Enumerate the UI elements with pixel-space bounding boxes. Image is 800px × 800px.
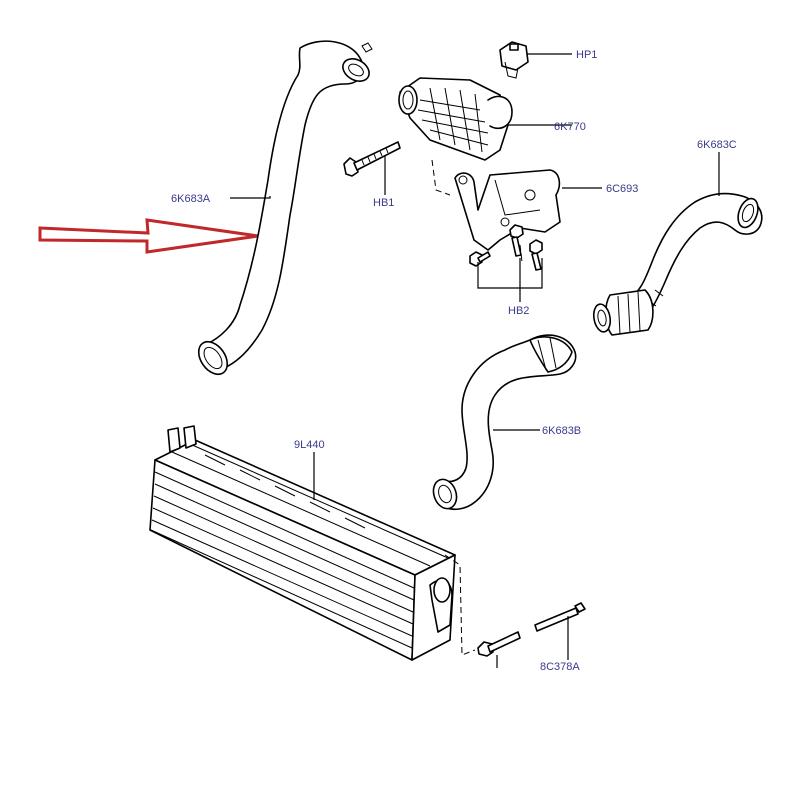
label-6k683c: 6K683C xyxy=(697,139,737,151)
bolt-hb1 xyxy=(343,141,401,177)
label-6k683b: 6K683B xyxy=(542,425,581,437)
label-6k683a: 6K683A xyxy=(171,193,211,205)
hose-6k683a xyxy=(197,40,373,376)
label-6k770: 6K770 xyxy=(554,121,586,133)
throttle-body-6k770 xyxy=(398,77,513,161)
hose-6k683c xyxy=(627,192,763,319)
bolt-guide-lines xyxy=(431,159,523,656)
hose-6k683b xyxy=(432,334,577,511)
intercooler-9l440 xyxy=(149,425,456,661)
hose-coupling xyxy=(592,289,654,336)
pointer-arrow xyxy=(38,218,259,254)
sensor-hp1 xyxy=(499,41,529,79)
label-hb2: HB2 xyxy=(508,305,529,317)
bolts-8c378a xyxy=(477,602,586,657)
label-8c378a: 8C378A xyxy=(540,661,580,673)
label-9l440: 9L440 xyxy=(294,439,325,451)
leader-lines xyxy=(230,53,720,668)
label-6c693: 6C693 xyxy=(606,183,638,195)
label-hb1: HB1 xyxy=(373,197,394,209)
label-hp1: HP1 xyxy=(576,49,597,61)
bracket-6c693 xyxy=(454,169,561,251)
